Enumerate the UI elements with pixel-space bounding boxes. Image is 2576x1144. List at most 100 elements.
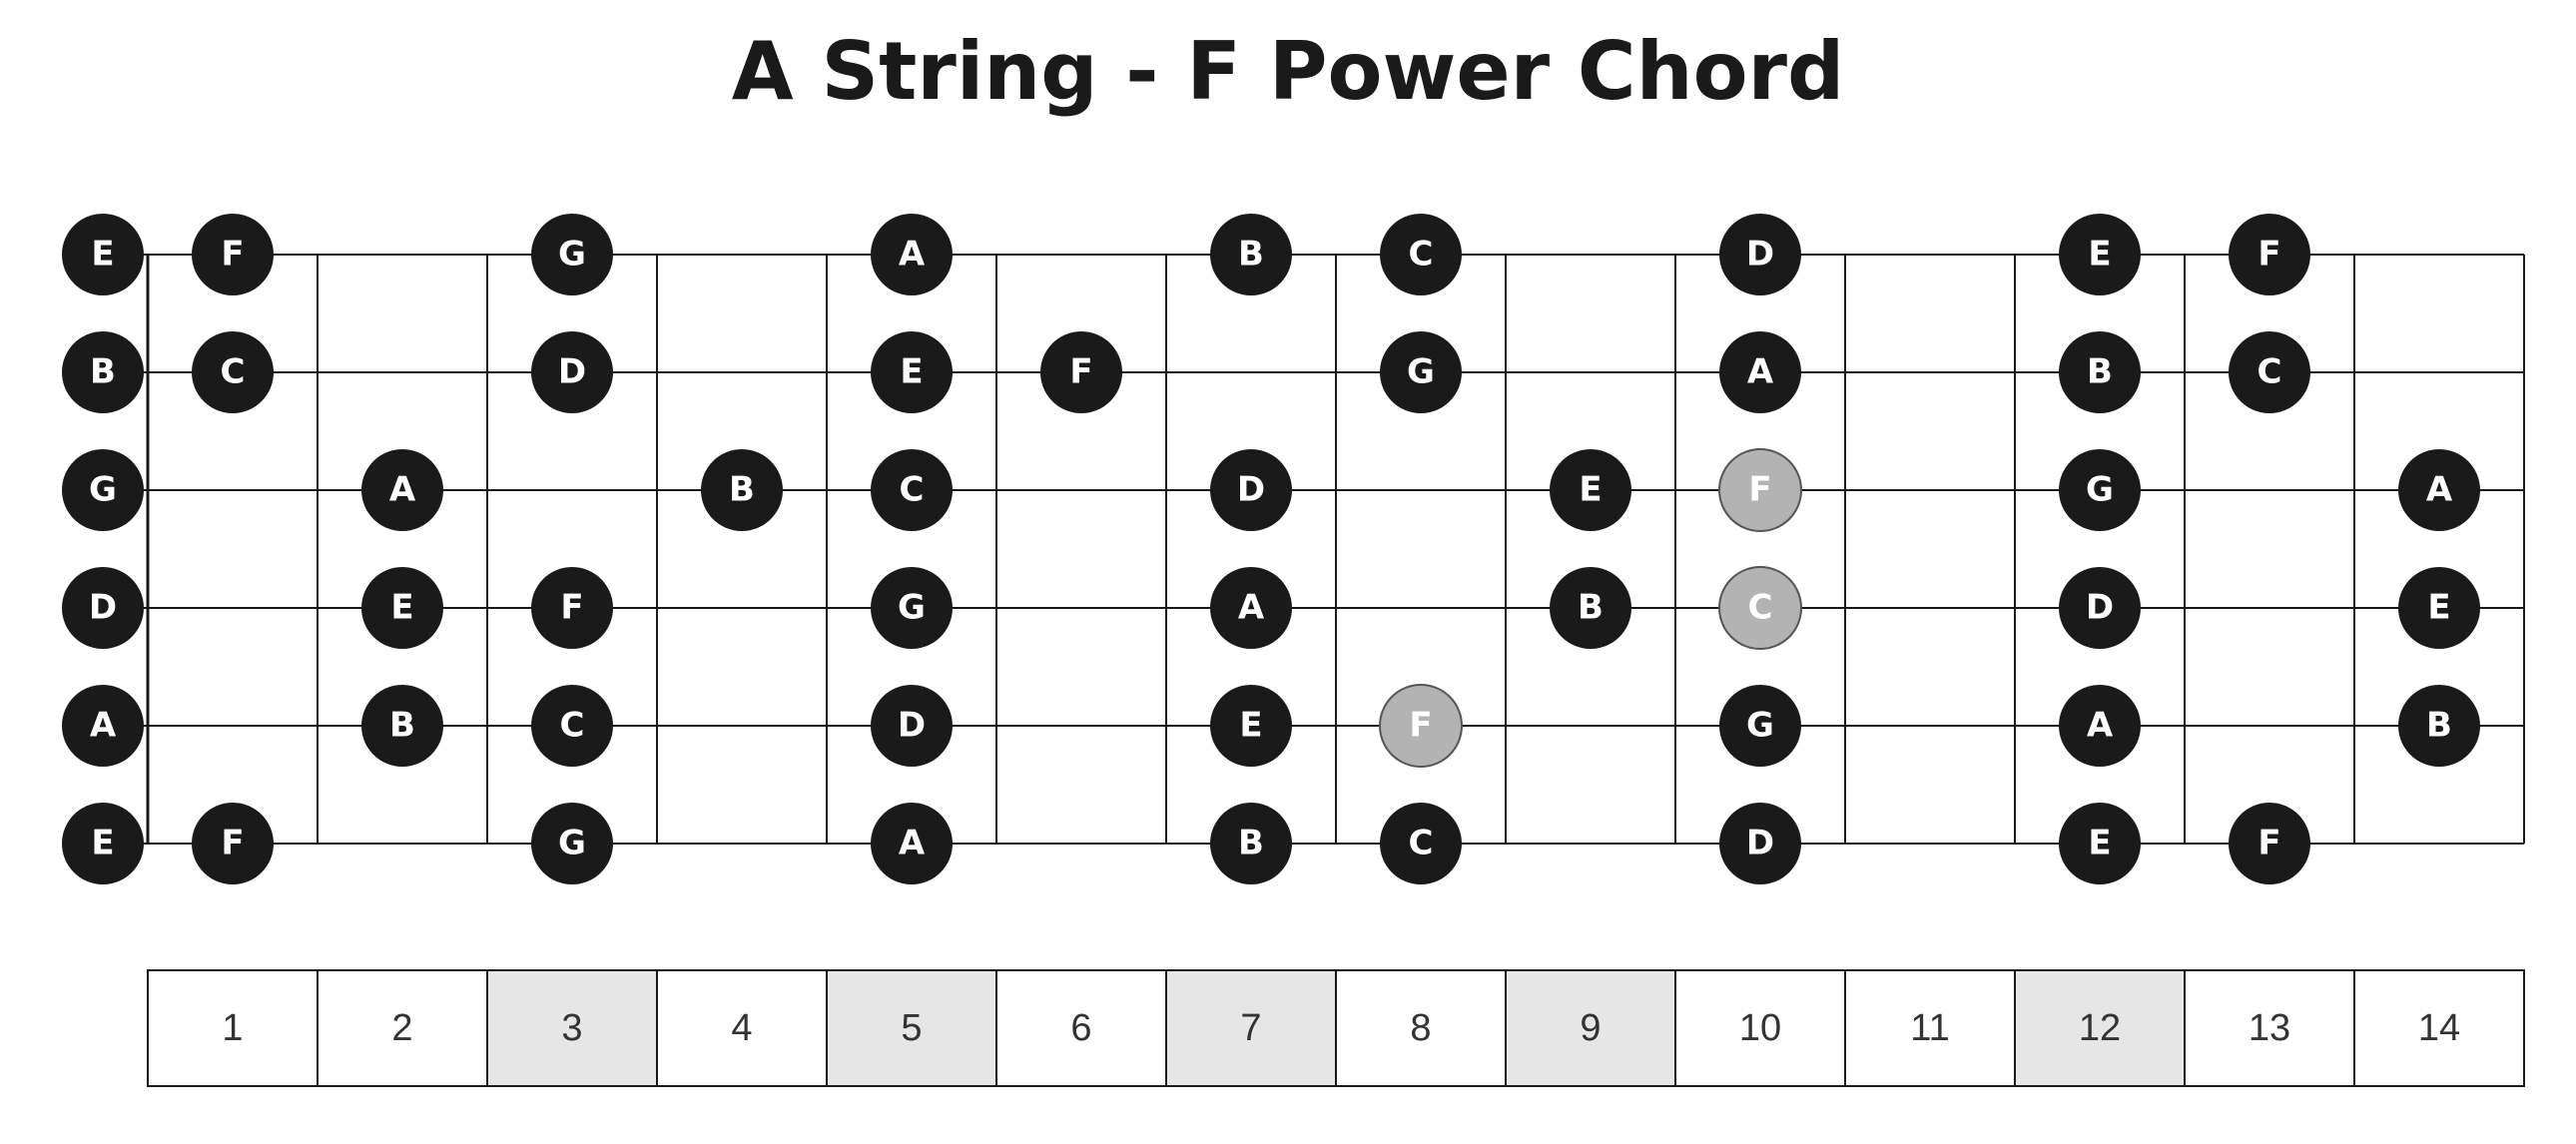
fret-number-label: 13 xyxy=(2249,1007,2290,1049)
note-label: D xyxy=(2086,588,2114,628)
note-dot xyxy=(1550,567,1631,649)
note-label: G xyxy=(558,235,586,275)
fret-number-label: 11 xyxy=(1910,1007,1949,1049)
note-dot xyxy=(192,803,274,884)
note-dot xyxy=(2398,685,2480,767)
note-label: A xyxy=(899,824,926,863)
note-dot xyxy=(1210,567,1292,649)
fret-number-box-2: 2 xyxy=(317,969,488,1087)
note-a-string2-fret10: A xyxy=(1719,331,1801,413)
note-dot xyxy=(62,685,144,767)
note-label: A xyxy=(1238,588,1265,628)
note-label: G xyxy=(1407,352,1435,392)
note-label: D xyxy=(558,352,586,392)
note-d-string1-fret10: D xyxy=(1719,214,1801,295)
fret-number-label: 3 xyxy=(561,1007,582,1049)
note-label: F xyxy=(1409,706,1432,746)
note-label: B xyxy=(2087,352,2113,392)
note-label: G xyxy=(558,824,586,863)
note-dot xyxy=(1380,214,1462,295)
note-label: C xyxy=(221,352,246,392)
note-dot xyxy=(192,214,274,295)
note-dot xyxy=(871,449,953,531)
note-label: G xyxy=(2086,470,2114,510)
note-e-string5-fret7: E xyxy=(1210,685,1292,767)
note-d-string2-fret3: D xyxy=(531,331,613,413)
fret-number-cell xyxy=(826,969,997,1087)
note-label: G xyxy=(1746,706,1774,746)
note-label: B xyxy=(389,706,415,746)
fret-number-box-13: 13 xyxy=(2184,969,2355,1087)
note-b-string4-fret9: B xyxy=(1550,567,1631,649)
chord-note-f-string3-fret10: F xyxy=(1718,448,1802,532)
note-g-string3-fret12: G xyxy=(2059,449,2141,531)
note-label: B xyxy=(1238,824,1264,863)
note-e-string4-fret2: E xyxy=(361,567,443,649)
note-dot xyxy=(62,449,144,531)
note-label: C xyxy=(900,470,925,510)
note-dot xyxy=(1718,448,1802,532)
note-c-string5-fret3: C xyxy=(531,685,613,767)
fret-number-label: 4 xyxy=(731,1007,752,1049)
note-label: E xyxy=(91,824,114,863)
fret-number-label: 6 xyxy=(1070,1007,1091,1049)
note-dot xyxy=(2229,214,2310,295)
note-label: C xyxy=(560,706,585,746)
note-e-string3-fret9: E xyxy=(1550,449,1631,531)
fret-number-box-7: 7 xyxy=(1165,969,1337,1087)
note-dot xyxy=(1550,449,1631,531)
note-g-string6-fret3: G xyxy=(531,803,613,884)
note-d-string4-fret0: D xyxy=(62,567,144,649)
note-a-string5-fret12: A xyxy=(2059,685,2141,767)
note-b-string2-fret0: B xyxy=(62,331,144,413)
note-dot xyxy=(2398,567,2480,649)
note-label: C xyxy=(1409,235,1434,275)
note-label: E xyxy=(900,352,923,392)
note-label: B xyxy=(1238,235,1264,275)
note-label: A xyxy=(2426,470,2453,510)
note-dot xyxy=(2059,803,2141,884)
note-dot xyxy=(1210,685,1292,767)
note-label: E xyxy=(2427,588,2450,628)
note-e-string4-fret14: E xyxy=(2398,567,2480,649)
note-dot xyxy=(2059,331,2141,413)
note-dot xyxy=(871,214,953,295)
fret-number-box-9: 9 xyxy=(1505,969,1676,1087)
note-a-string4-fret7: A xyxy=(1210,567,1292,649)
fret-number-label: 7 xyxy=(1240,1007,1261,1049)
note-c-string2-fret1: C xyxy=(192,331,274,413)
note-label: F xyxy=(1069,352,1092,392)
fret-number-label: 1 xyxy=(222,1007,243,1049)
note-a-string3-fret14: A xyxy=(2398,449,2480,531)
note-dot xyxy=(1719,214,1801,295)
note-label: C xyxy=(1748,588,1773,628)
note-dot xyxy=(2059,449,2141,531)
fret-number-cell xyxy=(1844,969,2016,1087)
note-label: A xyxy=(389,470,416,510)
fret-number-box-8: 8 xyxy=(1335,969,1507,1087)
note-dot xyxy=(1380,803,1462,884)
note-e-string2-fret5: E xyxy=(871,331,953,413)
note-label: E xyxy=(390,588,413,628)
note-dot xyxy=(1380,331,1462,413)
note-e-string1-fret12: E xyxy=(2059,214,2141,295)
note-label: F xyxy=(221,824,244,863)
note-e-string6-fret0: E xyxy=(62,803,144,884)
note-label: B xyxy=(729,470,755,510)
note-dot xyxy=(361,567,443,649)
note-dot xyxy=(192,331,274,413)
note-dot xyxy=(2229,331,2310,413)
note-label: E xyxy=(91,235,114,275)
note-label: E xyxy=(1239,706,1262,746)
fret-number-box-10: 10 xyxy=(1674,969,1846,1087)
note-label: B xyxy=(2426,706,2452,746)
note-b-string3-fret4: B xyxy=(701,449,783,531)
note-dot xyxy=(1210,214,1292,295)
fret-number-cell xyxy=(2184,969,2355,1087)
note-f-string1-fret1: F xyxy=(192,214,274,295)
note-dot xyxy=(62,567,144,649)
note-label: G xyxy=(898,588,926,628)
note-b-string5-fret14: B xyxy=(2398,685,2480,767)
note-dot xyxy=(701,449,783,531)
note-g-string1-fret3: G xyxy=(531,214,613,295)
